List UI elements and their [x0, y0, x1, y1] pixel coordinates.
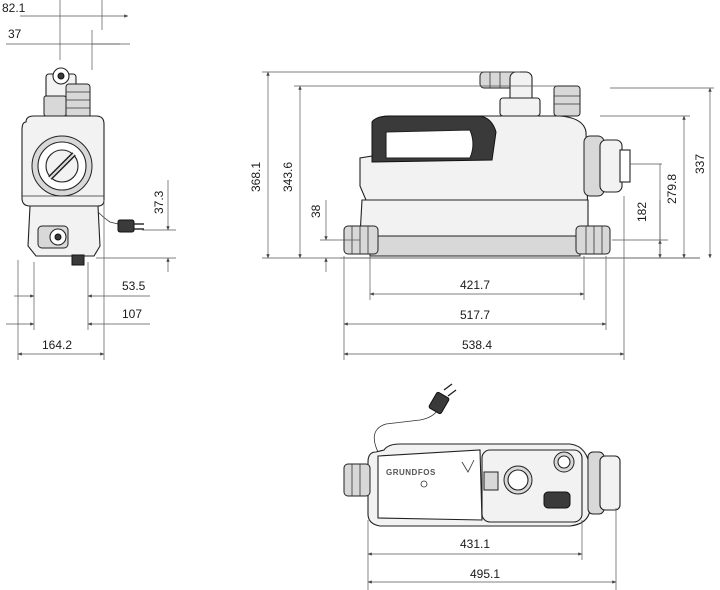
side-inlet-circle — [31, 135, 93, 197]
dim-side-37-3: 37.3 — [152, 190, 166, 214]
top-right-inlet — [587, 451, 621, 515]
dim-front-368-1: 368.1 — [249, 162, 263, 192]
dim-side-107: 107 — [122, 307, 142, 321]
front-side-inlet — [583, 135, 631, 197]
dim-side-53-5: 53.5 — [122, 279, 146, 293]
side-outlet — [37, 225, 69, 249]
dim-top-431-1: 431.1 — [460, 537, 490, 551]
front-right-inlet — [575, 225, 611, 255]
side-cable — [97, 211, 144, 233]
dim-side-164-2: 164.2 — [42, 338, 72, 352]
dim-front-421-7: 421.7 — [460, 278, 490, 292]
dim-front-337: 337 — [693, 154, 707, 174]
dim-front-343-6: 343.6 — [281, 162, 295, 192]
dim-front-182: 182 — [635, 202, 649, 222]
top-small-vent — [553, 451, 575, 473]
top-left-inlet — [343, 463, 371, 497]
dim-front-38: 38 — [309, 204, 323, 218]
side-top-fitting — [43, 67, 91, 119]
front-base — [359, 199, 589, 237]
top-brand-mark: GRUNDFOS — [386, 468, 436, 477]
dim-front-279-8: 279.8 — [665, 174, 679, 204]
top-cable-plug — [373, 383, 457, 457]
top-vent-circle — [503, 465, 533, 495]
side-view: 82.1 37 37.3 53.5 107 164.2 — [2, 0, 176, 360]
front-top-vent — [553, 85, 581, 117]
dim-side-82-1: 82.1 — [2, 1, 26, 15]
top-view: GRUNDFOS 431.1 49 — [343, 383, 621, 590]
dim-top-495-1: 495.1 — [470, 567, 500, 581]
dim-front-538-4: 538.4 — [462, 338, 492, 352]
dim-side-37: 37 — [8, 27, 22, 41]
front-top-elbow — [479, 71, 541, 117]
front-view: 368.1 343.6 38 182 279.8 337 421.7 517.7… — [249, 71, 714, 360]
dim-front-517-7: 517.7 — [460, 308, 490, 322]
